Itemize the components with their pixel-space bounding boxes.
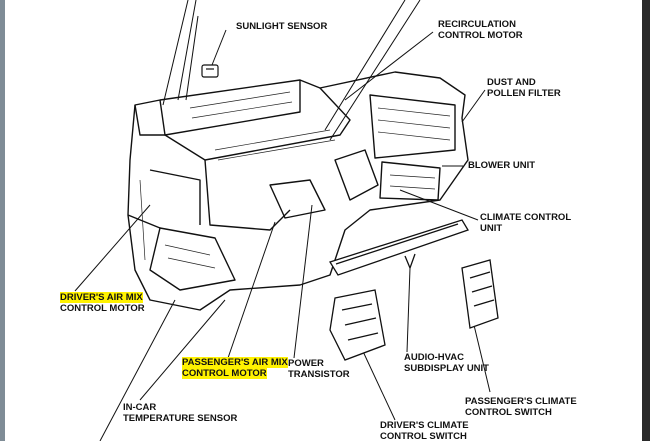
hvac-housing	[127, 71, 469, 311]
leader-drivers-switch	[359, 344, 396, 421]
leader-recirculation-motor	[344, 31, 434, 101]
leader-top-center-1	[324, 0, 406, 131]
label-power-transistor: POWER TRANSISTOR	[288, 358, 350, 380]
leader-top-left-2	[177, 0, 197, 101]
label-sunlight-sensor: SUNLIGHT SENSOR	[236, 21, 328, 33]
drivers-switch-part	[329, 289, 386, 361]
label-line: SUNLIGHT SENSOR	[236, 21, 328, 32]
label-passengers-air-mix-control-motor: PASSENGER'S AIR MIX CONTROL MOTOR	[182, 357, 288, 379]
label-line: UNIT	[480, 222, 503, 234]
leader-bottom-left	[99, 299, 176, 441]
label-line-highlighted: DRIVER'S AIR MIX	[60, 292, 143, 303]
label-line: AUDIO-HVAC	[404, 352, 464, 363]
leader-top-left-3	[185, 15, 199, 101]
leader-sunlight-sensor	[211, 29, 227, 66]
label-line: SUBDISPLAY UNIT	[404, 362, 489, 374]
label-line: TEMPERATURE SENSOR	[123, 412, 238, 424]
window-frame-left	[0, 0, 5, 441]
label-recirculation-control-motor: RECIRCULATION CONTROL MOTOR	[438, 19, 523, 41]
label-line: IN-CAR	[123, 402, 157, 413]
label-line: CONTROL SWITCH	[465, 406, 552, 418]
label-line: RECIRCULATION	[438, 19, 516, 30]
leader-top-left-1	[162, 0, 189, 106]
leader-dust-filter	[461, 89, 486, 123]
label-line: PASSENGER'S CLIMATE	[465, 396, 577, 407]
label-audio-hvac-subdisplay-unit: AUDIO-HVAC SUBDISPLAY UNIT	[404, 352, 489, 374]
label-line: DUST AND	[487, 77, 536, 88]
label-line: CONTROL MOTOR	[438, 29, 523, 41]
label-climate-control-unit: CLIMATE CONTROL UNIT	[480, 212, 572, 234]
housing-detail	[139, 91, 451, 269]
label-line-highlighted: PASSENGER'S AIR MIX	[182, 357, 288, 368]
leader-in-car-sensor	[139, 299, 226, 401]
label-line: POLLEN FILTER	[487, 87, 561, 99]
passengers-switch-part	[461, 259, 499, 329]
label-dust-pollen-filter: DUST AND POLLEN FILTER	[487, 77, 561, 99]
label-line: CONTROL MOTOR	[60, 302, 145, 314]
leader-subdisplay	[406, 267, 411, 353]
leader-power-transistor	[293, 204, 313, 359]
label-drivers-air-mix-control-motor: DRIVER'S AIR MIX CONTROL MOTOR	[60, 292, 145, 314]
label-line-highlighted: CONTROL MOTOR	[182, 367, 267, 379]
label-passengers-climate-control-switch: PASSENGER'S CLIMATE CONTROL SWITCH	[465, 396, 577, 418]
label-line: BLOWER UNIT	[468, 160, 536, 171]
label-line: TRANSISTOR	[288, 368, 350, 380]
leader-climate-control-unit	[399, 189, 479, 221]
label-line: CLIMATE CONTROL	[480, 212, 572, 223]
label-line: DRIVER'S CLIMATE	[380, 420, 469, 431]
label-line: CONTROL SWITCH	[380, 430, 467, 441]
label-drivers-climate-control-switch: DRIVER'S CLIMATE CONTROL SWITCH	[380, 420, 469, 441]
label-blower-unit: BLOWER UNIT	[468, 160, 536, 172]
leader-passengers-air-mix	[227, 221, 276, 359]
subdisplay-unit-part	[329, 219, 469, 276]
leader-top-center-2	[329, 0, 421, 141]
label-line: POWER	[288, 358, 324, 369]
label-in-car-temperature-sensor: IN-CAR TEMPERATURE SENSOR	[123, 402, 238, 424]
window-frame-right	[642, 0, 650, 441]
sunlight-sensor-part	[201, 64, 219, 78]
